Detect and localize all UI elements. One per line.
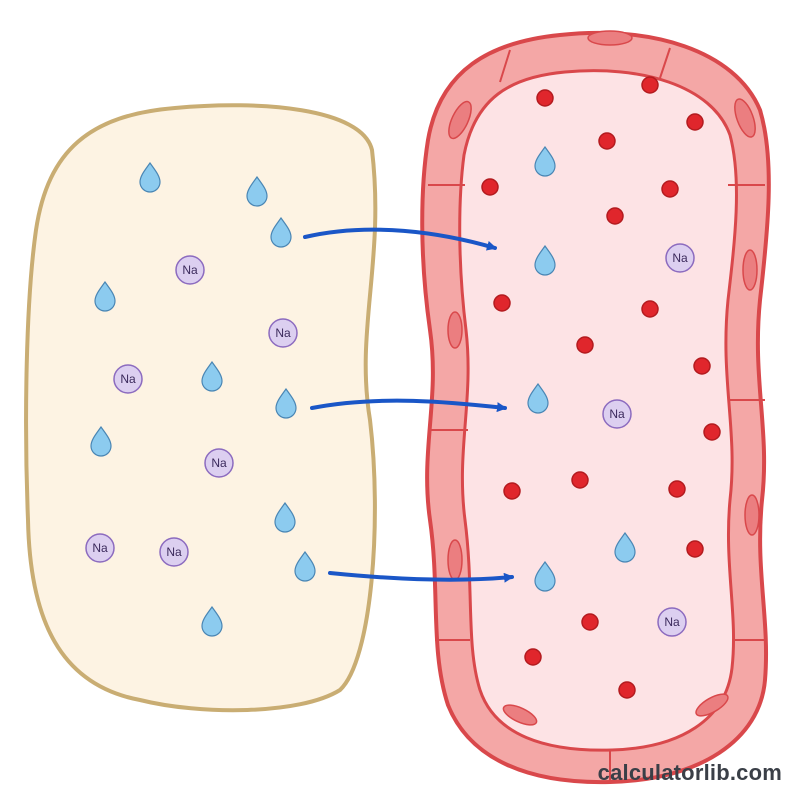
sodium-ions: Na Na Na Na Na Na Na Na xyxy=(85,243,695,637)
red-blood-cell xyxy=(668,480,686,498)
red-blood-cell xyxy=(618,681,636,699)
arrow-middle xyxy=(310,398,507,413)
endothelial-nucleus xyxy=(448,100,472,140)
sodium-label: Na xyxy=(166,545,182,559)
sodium-ion: Na xyxy=(602,399,632,429)
flow-arrows xyxy=(303,227,514,583)
red-blood-cell xyxy=(536,89,554,107)
endothelial-nucleus xyxy=(447,311,463,349)
red-blood-cell xyxy=(641,300,659,318)
sodium-ion: Na xyxy=(85,533,115,563)
sodium-label: Na xyxy=(609,407,625,421)
endothelial-nucleus xyxy=(734,98,756,138)
red-blood-cell xyxy=(686,113,704,131)
sodium-label: Na xyxy=(92,541,108,555)
red-blood-cell xyxy=(606,207,624,225)
sodium-ion: Na xyxy=(657,607,687,637)
sodium-label: Na xyxy=(672,251,688,265)
sodium-ion: Na xyxy=(159,537,189,567)
red-blood-cell xyxy=(661,180,679,198)
endothelial-nucleus xyxy=(447,539,463,581)
sodium-ion: Na xyxy=(268,318,298,348)
red-blood-cell xyxy=(598,132,616,150)
red-blood-cells xyxy=(481,76,721,699)
cell-junctions xyxy=(428,47,765,782)
watermark: calculatorlib.com xyxy=(597,760,782,785)
sodium-label: Na xyxy=(664,615,680,629)
endothelial-nucleus xyxy=(502,704,538,726)
red-blood-cell xyxy=(576,336,594,354)
sodium-ion: Na xyxy=(204,448,234,478)
endothelial-nucleus xyxy=(742,249,758,291)
arrow-bottom xyxy=(328,571,514,583)
sodium-ion: Na xyxy=(665,243,695,273)
red-blood-cell xyxy=(693,357,711,375)
vessel-lumen xyxy=(458,69,738,752)
red-blood-cell xyxy=(686,540,704,558)
red-blood-cell xyxy=(571,471,589,489)
tissue-cell xyxy=(24,103,378,713)
sodium-label: Na xyxy=(120,372,136,386)
red-blood-cell xyxy=(703,423,721,441)
sodium-ion: Na xyxy=(175,255,205,285)
red-blood-cell xyxy=(641,76,659,94)
red-blood-cell xyxy=(481,178,499,196)
sodium-label: Na xyxy=(182,263,198,277)
red-blood-cell xyxy=(503,482,521,500)
red-blood-cell xyxy=(493,294,511,312)
sodium-label: Na xyxy=(275,326,291,340)
arrow-top xyxy=(303,227,497,251)
endothelial-nucleus xyxy=(744,494,760,536)
red-blood-cell xyxy=(524,648,542,666)
endothelial-nucleus xyxy=(587,30,633,46)
blood-vessel xyxy=(420,30,771,785)
red-blood-cell xyxy=(581,613,599,631)
sodium-ion: Na xyxy=(113,364,143,394)
endothelial-nucleus xyxy=(695,693,729,717)
sodium-label: Na xyxy=(211,456,227,470)
